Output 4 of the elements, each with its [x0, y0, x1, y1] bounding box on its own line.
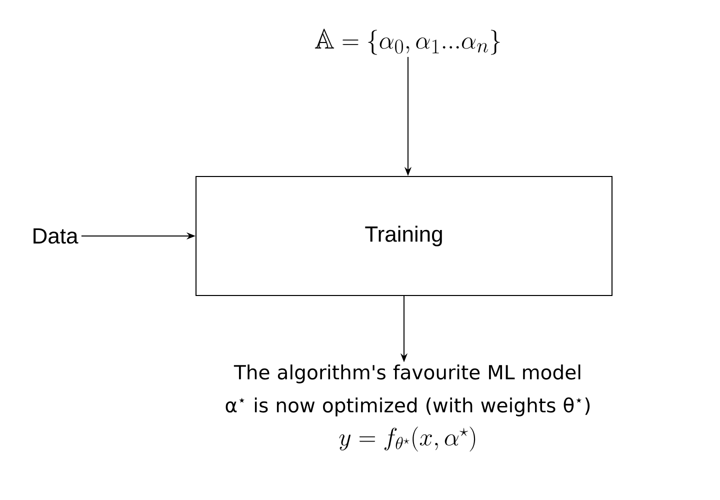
input-label: Data	[34, 228, 78, 244]
formula-label: $\mathbb{A} = \{\alpha_0, \alpha_1 ... \alpha_n\}$	[314, 28, 500, 55]
process-box: Training	[196, 176, 612, 296]
output-caption: The algorithm's favourite ML model α$^{⋆}$ is now optimized (with weights θ$^{⋆}$) $y = f_{\theta^\star}(x, \alpha^\star)$	[226, 364, 590, 452]
